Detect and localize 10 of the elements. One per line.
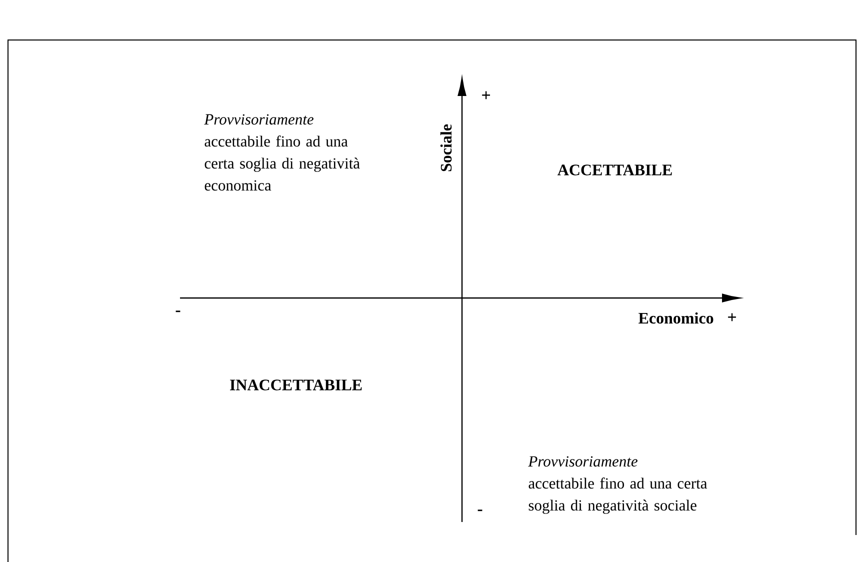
quadrant-label: INACCETTABILE <box>230 380 362 390</box>
axis-sign: + <box>482 91 490 100</box>
axis-sign: - <box>176 310 180 312</box>
quadrant-note: Provvisoriamente accettabile fino ad una certa soglia di negatività economica <box>204 114 360 191</box>
axis-sign: - <box>478 510 482 512</box>
axis-label: Economico <box>638 312 714 324</box>
quadrant-label: ACCETTABILE <box>558 164 672 176</box>
quadrant-note: Provvisoriamente accettabile fino ad una certa soglia di negatività sociale <box>528 456 708 514</box>
axis-sign: + <box>728 313 736 322</box>
axis-label: Sociale <box>440 124 452 172</box>
